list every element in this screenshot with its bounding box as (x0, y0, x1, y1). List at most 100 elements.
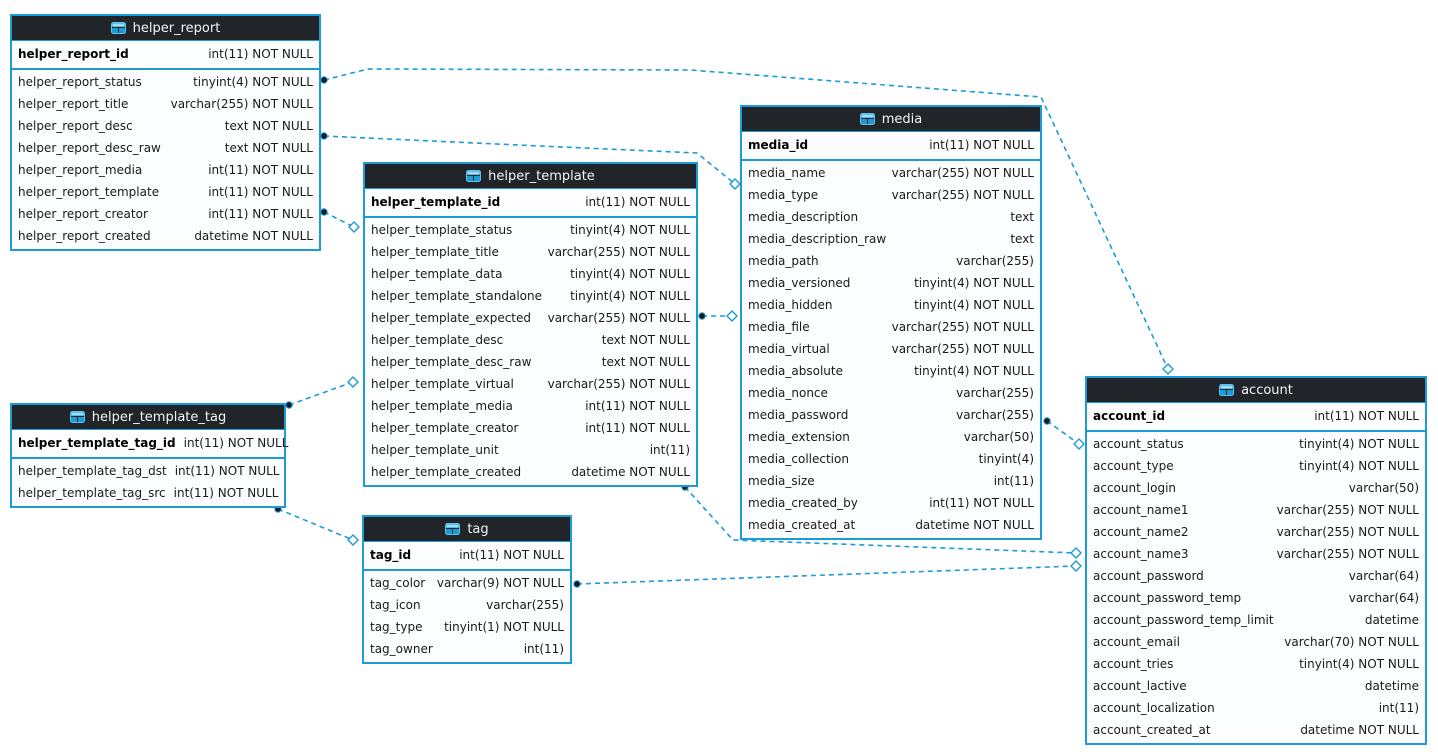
column-type: tinyint(4) NOT NULL (1299, 459, 1419, 473)
table-header-helper_template[interactable]: helper_template (365, 164, 696, 189)
table-header-helper_template_tag[interactable]: helper_template_tag (12, 405, 284, 430)
column-type: tinyint(4) NOT NULL (914, 276, 1034, 290)
column-type: varchar(9) NOT NULL (436, 576, 564, 590)
column-type: varchar(70) NOT NULL (1284, 635, 1419, 649)
relationship-line-helper_template_tag-tag[interactable] (277, 508, 354, 541)
column-row-media_created_by[interactable]: media_created_by int(11) NOT NULL (742, 492, 1040, 514)
column-name: media_created_by (748, 496, 858, 510)
relationship-line-media-account[interactable] (1046, 420, 1080, 445)
column-name: account_name1 (1093, 503, 1189, 517)
column-name: helper_template_unit (371, 443, 499, 457)
column-type: int(11) NOT NULL (208, 163, 313, 177)
relationship-line-helper_template_tag-helper_template[interactable] (288, 381, 354, 406)
relationship-line-tag-account[interactable] (576, 565, 1077, 585)
table-header-tag[interactable]: tag (364, 517, 570, 542)
table-icon (445, 523, 461, 535)
column-type: tinyint(1) NOT NULL (444, 620, 564, 634)
column-type: text NOT NULL (224, 119, 313, 133)
relationship-line-helper_report-helper_template[interactable] (323, 211, 355, 228)
column-name: helper_template_status (371, 223, 513, 237)
relationship-line-helper_template-account[interactable] (684, 486, 1077, 554)
table-header-media[interactable]: media (742, 107, 1040, 132)
table-header-helper_report[interactable]: helper_report (12, 16, 319, 41)
relationship-line-helper_report-account[interactable] (323, 68, 1169, 370)
relationship-source-dot (320, 76, 328, 84)
column-type: int(11) NOT NULL (929, 496, 1034, 510)
relationship-line-helper_report-media[interactable] (323, 135, 736, 185)
table-header-account[interactable]: account (1087, 378, 1425, 403)
